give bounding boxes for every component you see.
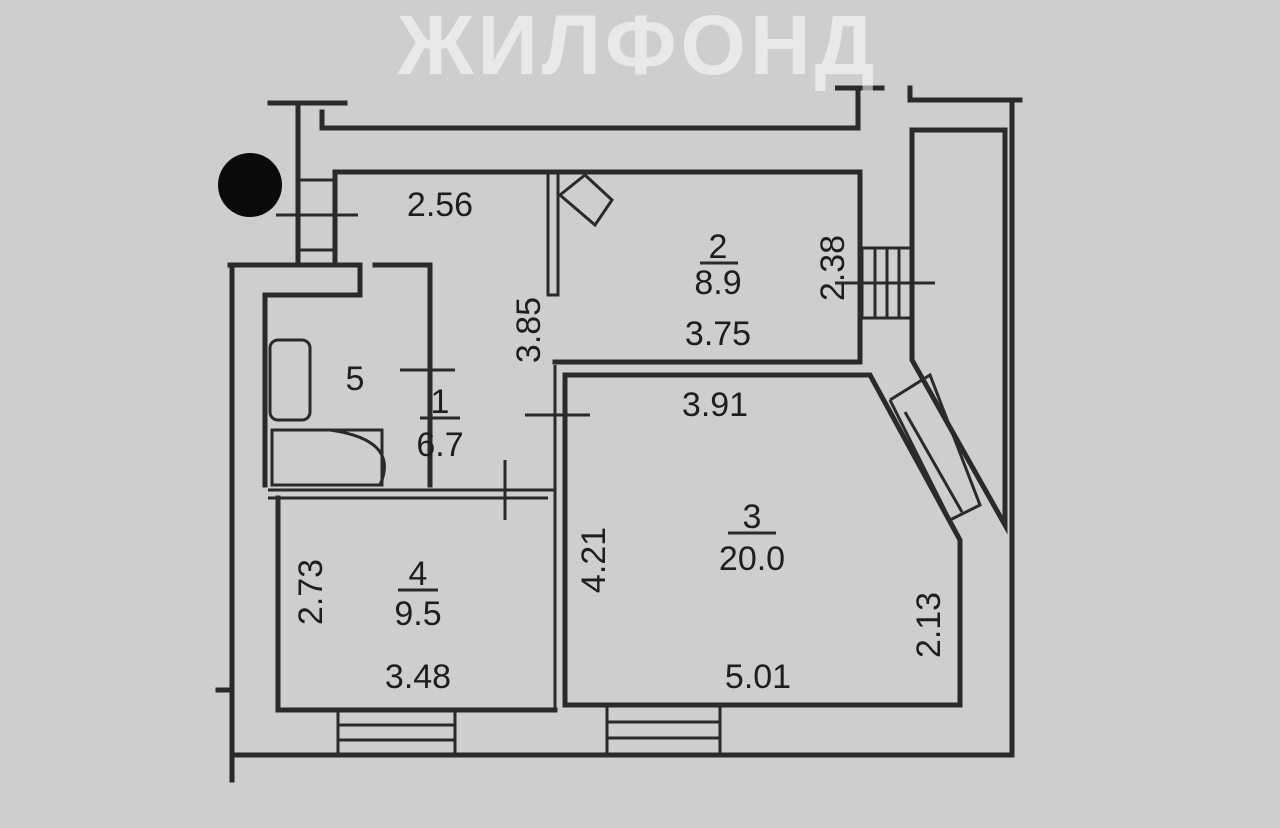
dim-3.91: 3.91 — [682, 386, 748, 424]
watermark: ЖИЛФОНД — [397, 0, 879, 92]
dim-2.56: 2.56 — [407, 186, 473, 224]
dim-2.38: 2.38 — [814, 235, 852, 301]
room-4-area: 9.5 — [394, 595, 441, 633]
room-2-number: 2 — [709, 228, 728, 266]
room-3-area: 20.0 — [719, 540, 785, 578]
room-5-number: 5 — [346, 360, 365, 398]
room-1-area: 6.7 — [416, 426, 463, 464]
dim-5.01: 5.01 — [725, 658, 791, 696]
dim-4.21: 4.21 — [575, 527, 613, 593]
room-4-number: 4 — [409, 555, 428, 593]
dim-2.13: 2.13 — [910, 592, 948, 658]
room-3-number: 3 — [743, 498, 762, 536]
dim-3.75: 3.75 — [685, 315, 751, 353]
room-2-area: 8.9 — [694, 264, 741, 302]
dim-3.48: 3.48 — [385, 658, 451, 696]
dim-3.85: 3.85 — [510, 297, 548, 363]
labels: 2.56 2 8.9 3.75 2.38 3.85 5 1 6.7 3.91 3… — [292, 186, 948, 696]
dim-2.73: 2.73 — [292, 559, 330, 625]
room-1-number: 1 — [431, 383, 450, 421]
ink-blot — [218, 153, 282, 217]
walls — [215, 85, 1023, 783]
